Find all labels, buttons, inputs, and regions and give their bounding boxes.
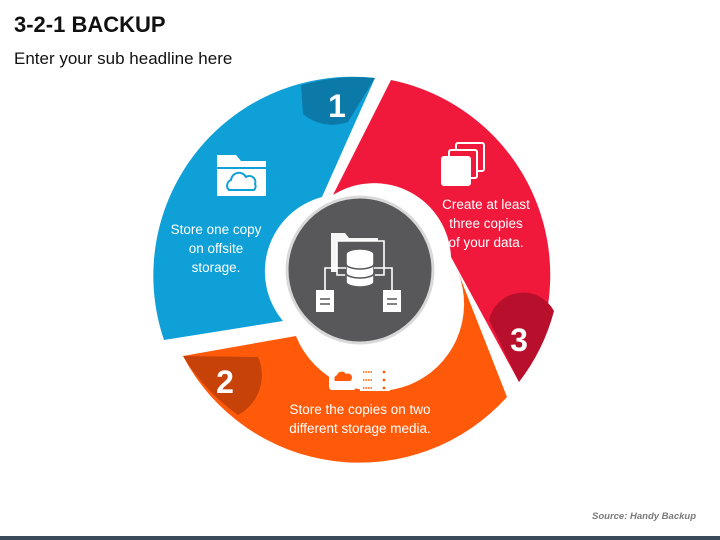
storage-media-icon	[329, 369, 390, 391]
segment-3-number: 3	[510, 322, 528, 358]
page-title: 3-2-1 BACKUP	[14, 12, 166, 37]
cloud-folder-icon	[217, 155, 266, 196]
segment-1-text: Store one copy on offsite storage.	[170, 222, 262, 275]
segment-3-text: Create at least three copies of your dat…	[442, 197, 530, 250]
segment-2-tab	[183, 356, 262, 415]
segment-3-tab	[489, 292, 554, 382]
segment-2-text: Store the copies on two different storag…	[289, 402, 431, 436]
page-subtitle: Enter your sub headline here	[14, 49, 233, 68]
segment-1-tab	[301, 77, 375, 125]
segment-1-shape	[153, 76, 375, 340]
copies-icon	[441, 142, 485, 186]
database-backup-icon	[316, 233, 401, 312]
segment-2-shape	[183, 272, 507, 463]
segment-1-number: 1	[328, 88, 346, 124]
segment-2-number: 2	[216, 364, 234, 400]
bottom-bar	[0, 536, 720, 540]
source-note: Source: Handy Backup	[592, 511, 696, 522]
